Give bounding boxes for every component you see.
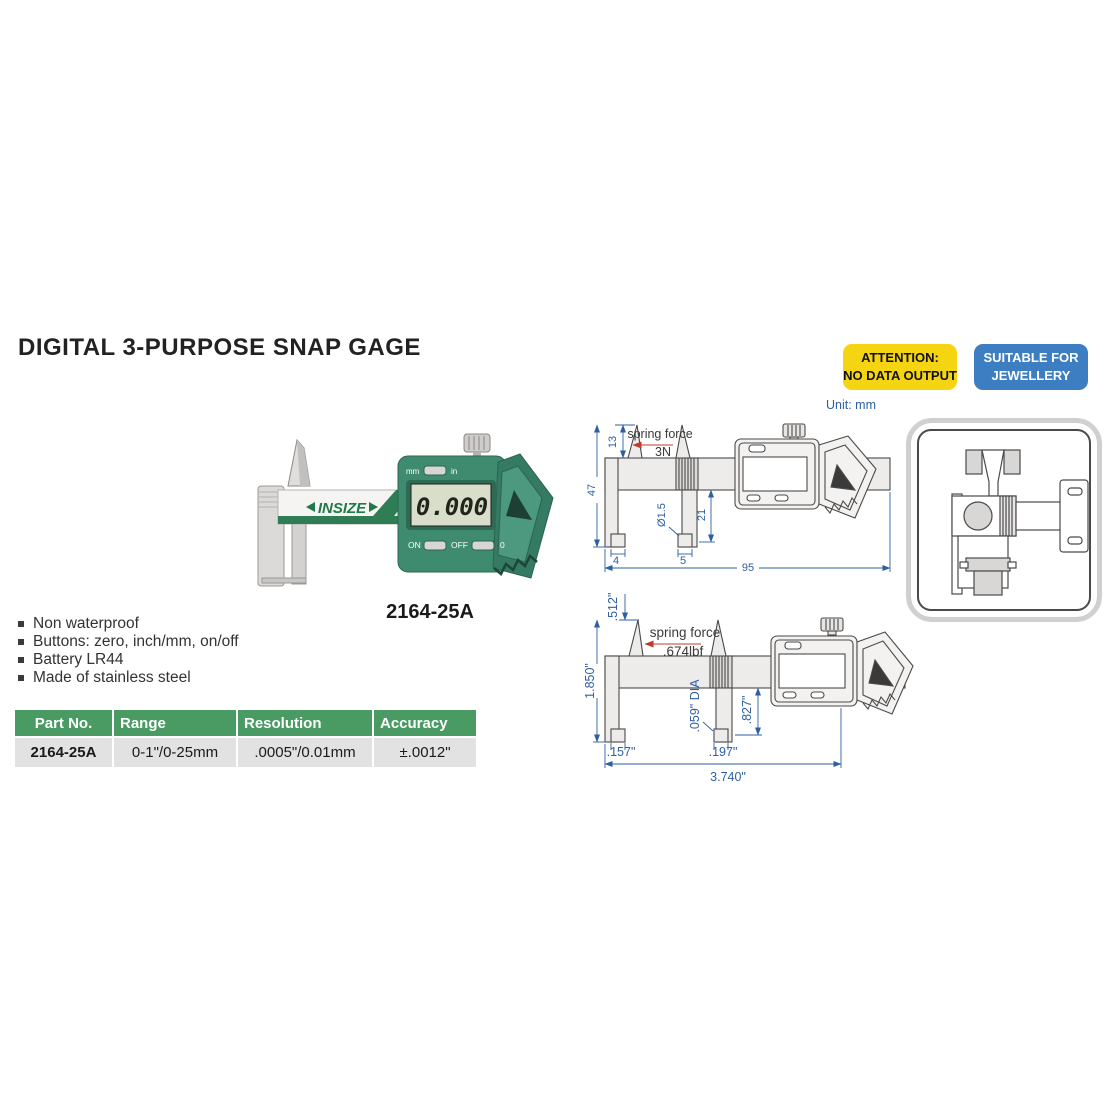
thumbwheel: [463, 433, 491, 453]
dim-13: 13: [607, 436, 619, 448]
dim-827: .827": [740, 696, 754, 725]
spec-table: Part No. Range Resolution Accuracy 2164-…: [15, 710, 476, 767]
dimension-labels-mm: spring force 3N 13 47 Ø1.5 21 4 5 95: [586, 427, 759, 574]
zero-label: 0: [500, 540, 505, 550]
feature-item: Buttons: zero, inch/mm, on/off: [18, 633, 239, 651]
dimension-labels-inch: spring force .674lbf .512" 1.850" .059" …: [583, 593, 754, 784]
brand-logo: INSIZE: [318, 500, 367, 517]
logo-left-arrow: [306, 502, 315, 512]
cell-part-no: 2164-25A: [15, 736, 113, 767]
in-label: in: [451, 467, 457, 476]
feature-item: Battery LR44: [18, 651, 239, 669]
bullet-icon: [18, 675, 24, 681]
attention-badge-line2: NO DATA OUTPUT: [843, 368, 957, 383]
spec-data-row: 2164-25A 0-1"/0-25mm .0005"/0.01mm ±.001…: [15, 736, 476, 767]
product-photo: INSIZE mm in 0.000 ON: [257, 433, 554, 587]
cell-accuracy: ±.0012": [372, 736, 476, 767]
feature-text: Battery LR44: [33, 651, 124, 668]
grip-triangle: [506, 490, 532, 520]
zero-button[interactable]: [471, 540, 495, 551]
spring-force-label: spring force: [627, 427, 692, 441]
application-box-frame: [917, 429, 1091, 611]
feature-list: Non waterproof Buttons: zero, inch/mm, o…: [18, 615, 239, 687]
mm-in-button[interactable]: [423, 465, 447, 476]
col-header-part-no: Part No.: [15, 710, 113, 737]
application-drawing: [951, 449, 1089, 596]
cell-range: 0-1"/0-25mm: [112, 736, 237, 767]
spring-force-value: .674lbf: [663, 644, 704, 659]
suitable-badge: SUITABLE FOR JEWELLERY: [974, 344, 1088, 390]
page-title: DIGITAL 3-PURPOSE SNAP GAGE: [18, 334, 421, 361]
col-header-accuracy: Accuracy: [372, 710, 476, 737]
gage-outline: [604, 423, 891, 548]
col-header-range: Range: [112, 710, 237, 737]
feature-text: Buttons: zero, inch/mm, on/off: [33, 633, 239, 650]
serrated-grip-edge: [493, 554, 538, 576]
dim-21: 21: [696, 509, 708, 521]
dim-197: .197": [709, 745, 738, 759]
spring-force-value: 3N: [655, 445, 671, 459]
attention-badge: ATTENTION: NO DATA OUTPUT: [843, 344, 957, 390]
col-header-resolution: Resolution: [236, 710, 373, 737]
lcd-screen: [410, 483, 492, 527]
dim-1850: 1.850": [583, 663, 597, 699]
cell-resolution: .0005"/0.01mm: [236, 736, 373, 767]
technical-drawing-inch: spring force .674lbf .512" 1.850" .059" …: [583, 593, 914, 784]
logo-right-arrow: [369, 502, 378, 512]
dim-pin-dia: Ø1.5: [656, 503, 668, 527]
dim-3740: 3.740": [710, 770, 746, 784]
dim-157: .157": [607, 745, 636, 759]
technical-drawing-mm: spring force 3N 13 47 Ø1.5 21 4 5 95: [586, 423, 891, 574]
digital-unit: mm in 0.000 ON OFF 0: [397, 433, 554, 579]
suitable-badge-line1: SUITABLE FOR: [983, 350, 1079, 366]
bullet-icon: [18, 657, 24, 663]
attention-badge-line1: ATTENTION:: [861, 350, 939, 366]
suitable-badge-line2: JEWELLERY: [991, 368, 1071, 383]
spec-header-row: Part No. Range Resolution Accuracy: [15, 710, 476, 737]
off-label: OFF: [451, 540, 468, 550]
product-caption: 2164-25A: [386, 601, 474, 623]
gage-outline: [604, 617, 914, 743]
feature-item: Made of stainless steel: [18, 669, 239, 687]
feature-text: Non waterproof: [33, 615, 139, 632]
unit-label: Unit: mm: [826, 398, 876, 412]
dim-47: 47: [586, 484, 598, 496]
dim-95: 95: [742, 562, 754, 574]
feature-item: Non waterproof: [18, 615, 239, 633]
lcd-reading: 0.000: [416, 493, 488, 521]
on-label: ON: [408, 540, 421, 550]
dim-512: .512": [606, 593, 620, 622]
application-box: [906, 418, 1102, 622]
dim-4: 4: [613, 555, 619, 567]
beam: INSIZE: [277, 489, 419, 525]
feature-text: Made of stainless steel: [33, 669, 191, 686]
dim-5: 5: [680, 555, 686, 567]
on-button[interactable]: [423, 540, 447, 551]
mm-label: mm: [406, 467, 420, 476]
dim-059-dia: .059" DIA: [688, 679, 702, 733]
spring-force-label: spring force: [650, 625, 721, 640]
bullet-icon: [18, 639, 24, 645]
bullet-icon: [18, 621, 24, 627]
